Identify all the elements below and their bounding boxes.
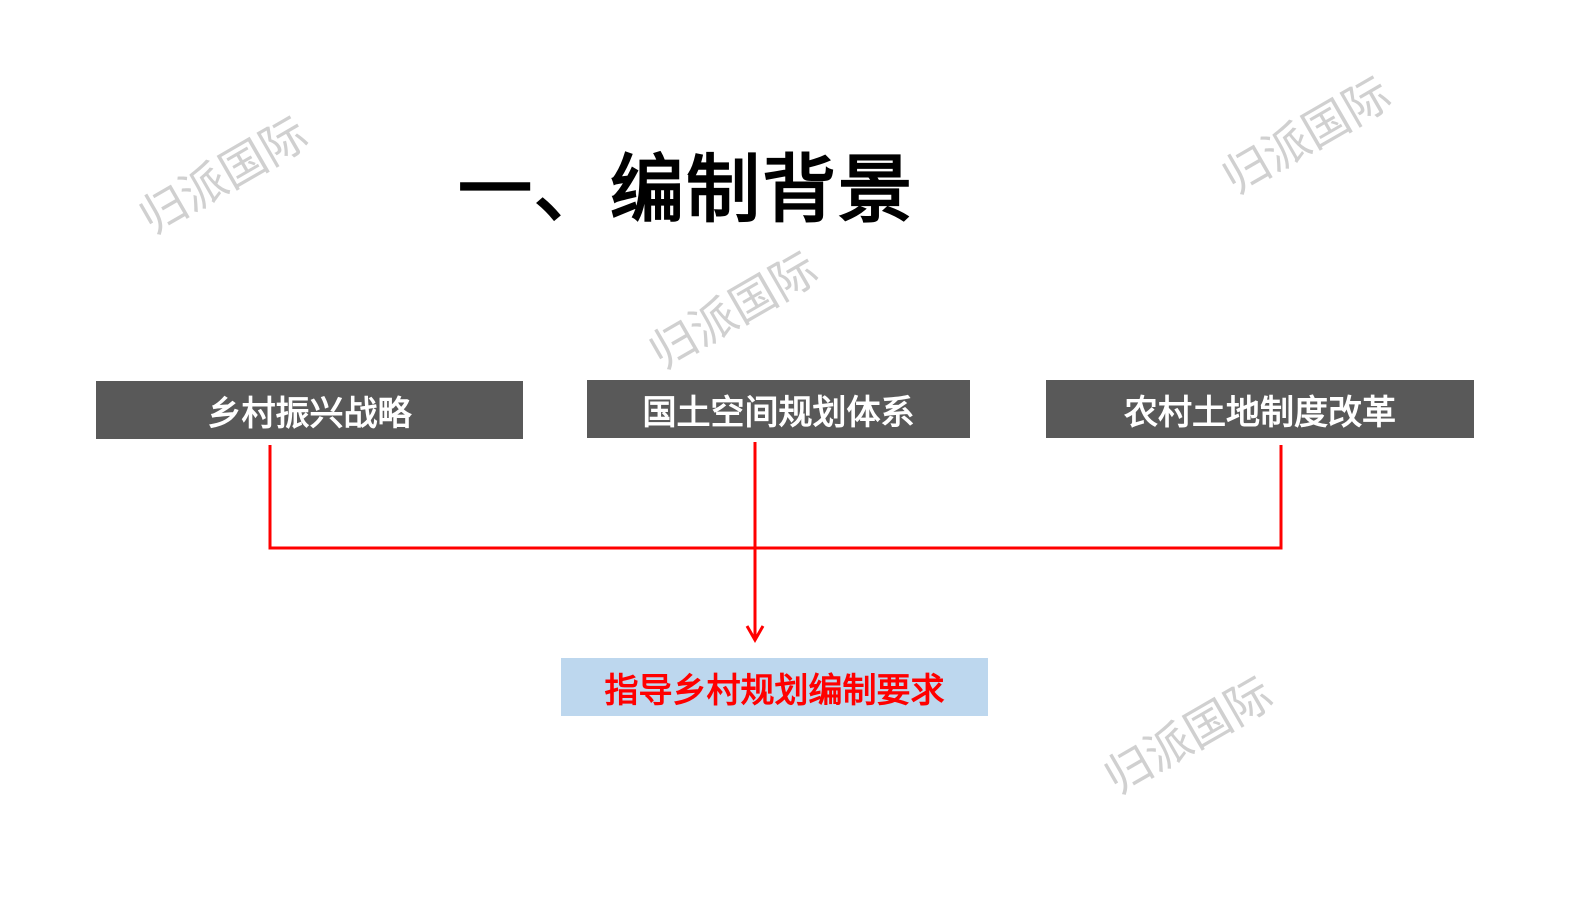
source-box-land-reform: 农村土地制度改革	[1046, 380, 1474, 438]
connector-left	[268, 445, 1283, 550]
target-box-guidance: 指导乡村规划编制要求	[561, 658, 988, 716]
page-title: 一、编制背景	[458, 147, 914, 233]
source-box-rural-revitalization: 乡村振兴战略	[96, 381, 523, 439]
source-box-spatial-planning: 国土空间规划体系	[587, 380, 970, 438]
arrow-head-icon	[745, 625, 765, 644]
